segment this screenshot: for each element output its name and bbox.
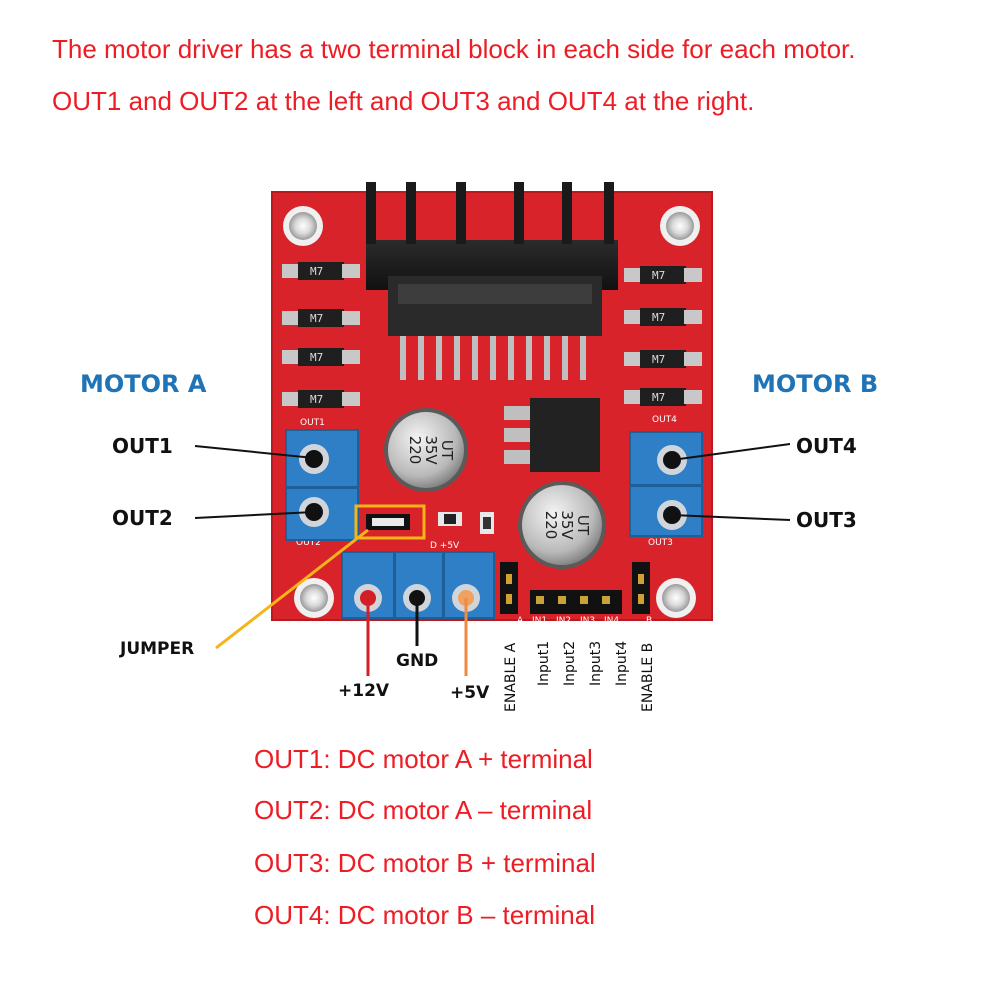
- capacitor-1: UT 35V 220: [384, 408, 468, 492]
- input2-label: Input2: [562, 641, 578, 686]
- svg-text:M7: M7: [310, 393, 323, 406]
- footer-line-4: OUT4: DC motor B – terminal: [254, 900, 595, 930]
- out3-leader-dot: [668, 511, 676, 519]
- plus5v-label: +5V: [450, 683, 490, 703]
- silk-out1: OUT1: [300, 418, 325, 428]
- input4-label: Input4: [614, 641, 630, 686]
- enable-b-label: ENABLE B: [640, 643, 656, 712]
- svg-text:M7: M7: [310, 312, 323, 325]
- out2-leader: [194, 511, 315, 519]
- input1-label: Input1: [536, 641, 552, 686]
- svg-text:IN3: IN3: [580, 616, 595, 626]
- silk-out2: OUT2: [296, 538, 321, 548]
- terminal-block-left: [285, 429, 359, 541]
- svg-text:M7: M7: [310, 265, 323, 278]
- out1-leader-dot: [310, 454, 318, 462]
- svg-text:IN1: IN1: [532, 616, 547, 626]
- svg-text:M7: M7: [652, 311, 665, 324]
- svg-text:220: 220: [542, 511, 560, 540]
- jumper-component: [366, 514, 410, 530]
- svg-text:220: 220: [406, 436, 424, 465]
- out3-leader: [671, 514, 791, 521]
- diodes-left: M7 M7 M7 M7: [282, 262, 360, 408]
- out2-leader-dot: [310, 508, 318, 516]
- plus12v-label: +12V: [338, 681, 390, 701]
- motor-a-label: MOTOR A: [80, 370, 207, 398]
- svg-text:IN2: IN2: [556, 616, 571, 626]
- header-silkscreen: A IN1 IN2 IN3 IN4 B: [517, 616, 652, 626]
- silk-out4: OUT4: [652, 415, 677, 425]
- footer-line-2: OUT2: DC motor A – terminal: [254, 795, 593, 825]
- out1-label: OUT1: [112, 434, 173, 458]
- out4-label: OUT4: [796, 434, 857, 458]
- svg-text:UT: UT: [574, 515, 592, 536]
- out1-leader: [194, 445, 315, 459]
- svg-text:M7: M7: [310, 351, 323, 364]
- svg-text:M7: M7: [652, 391, 665, 404]
- svg-text:IN4: IN4: [604, 616, 619, 626]
- footer-line-1: OUT1: DC motor A + terminal: [254, 744, 593, 774]
- svg-text:M7: M7: [652, 269, 665, 282]
- silk-out3: OUT3: [648, 538, 673, 548]
- diodes-right: M7 M7 M7 M7: [624, 266, 702, 406]
- intro-line-1: The motor driver has a two terminal bloc…: [52, 34, 856, 64]
- silk-power: D +5V: [430, 541, 460, 551]
- svg-text:B: B: [646, 616, 652, 626]
- jumper-highlight-box: [354, 504, 426, 540]
- mounting-holes: [283, 206, 700, 618]
- out4-leader-dot: [668, 456, 676, 464]
- svg-text:35V: 35V: [558, 510, 576, 540]
- input3-label: Input3: [588, 641, 604, 686]
- terminal-block-right: [629, 431, 703, 537]
- capacitor-2: UT 35V 220: [518, 481, 606, 569]
- svg-text:M7: M7: [652, 353, 665, 366]
- svg-text:A: A: [517, 616, 524, 626]
- l298n-chip: [388, 276, 602, 380]
- jumper-label: JUMPER: [119, 639, 194, 659]
- enable-a-header: [500, 562, 518, 614]
- motor-b-label: MOTOR B: [752, 370, 878, 398]
- footer-line-3: OUT3: DC motor B + terminal: [254, 848, 596, 878]
- enable-b-header: [632, 562, 650, 614]
- svg-text:UT: UT: [438, 440, 456, 461]
- out4-leader: [671, 443, 791, 461]
- input-header: [530, 590, 622, 614]
- intro-line-2: OUT1 and OUT2 at the left and OUT3 and O…: [52, 86, 755, 116]
- out3-label: OUT3: [796, 508, 857, 532]
- voltage-regulator: [504, 398, 600, 472]
- smd-parts: [438, 512, 494, 534]
- enable-a-label: ENABLE A: [503, 642, 519, 712]
- out2-label: OUT2: [112, 506, 173, 530]
- jumper-leader: [215, 528, 369, 650]
- gnd-label: GND: [396, 651, 438, 671]
- svg-text:35V: 35V: [422, 435, 440, 465]
